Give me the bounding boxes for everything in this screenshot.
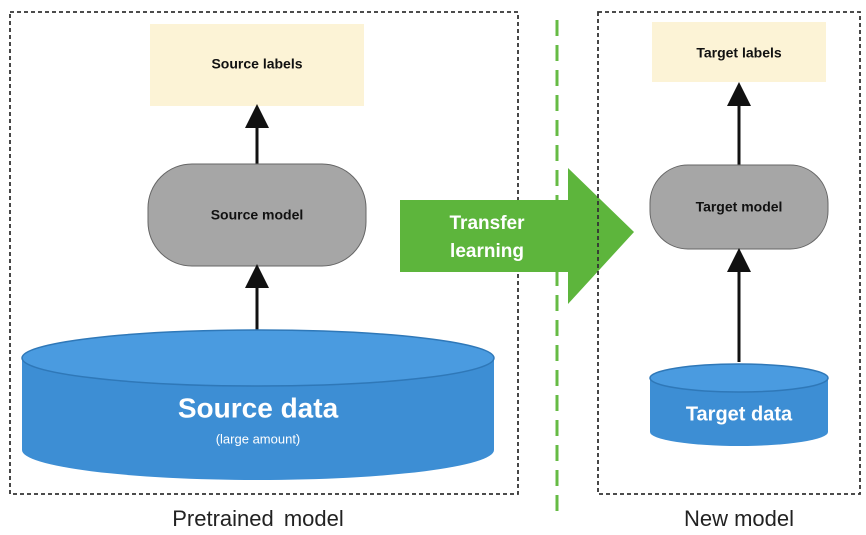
target-labels-box <box>652 22 826 82</box>
target-data-title: Target data <box>686 403 793 425</box>
target-labels-text: Target labels <box>696 45 782 61</box>
source-data-subtitle: (large amount) <box>216 431 301 446</box>
source-data-cylinder <box>21 329 495 480</box>
source-labels-box <box>150 24 364 106</box>
target-model-text: Target model <box>696 199 783 215</box>
new-model-panel <box>597 11 861 495</box>
target-data-cylinder <box>649 363 829 446</box>
source-model-text: Source model <box>211 207 304 223</box>
new-model-caption: New model <box>683 506 795 531</box>
transfer-text-line2: learning <box>450 241 524 262</box>
pretrained-model-caption: Pretrained model <box>172 506 344 531</box>
transfer-text-line1: Transfer <box>450 213 526 234</box>
source-labels-text: Source labels <box>211 56 302 72</box>
source-data-title: Source data <box>178 392 339 423</box>
transfer-learning-arrow <box>400 168 634 304</box>
